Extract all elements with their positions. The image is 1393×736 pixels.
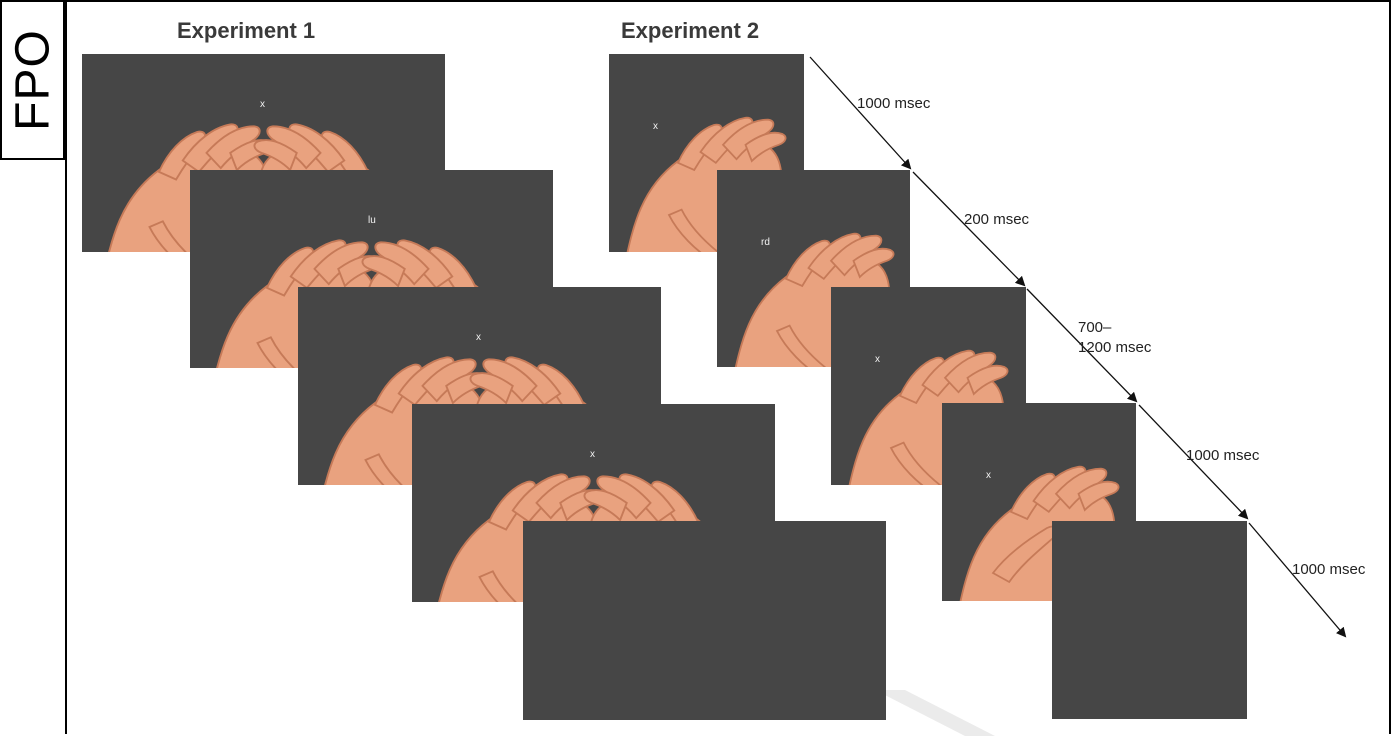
watermark-shape <box>875 690 995 736</box>
exp2-frame-3: x <box>831 287 1026 485</box>
exp1-frame-5-blank <box>523 521 886 720</box>
exp2-frame-4-cue: x <box>986 470 991 481</box>
exp1-frame-3-cue: x <box>476 332 481 343</box>
timing-label-2: 200 msec <box>964 211 1030 228</box>
exp2-frame-2-cue: rd <box>761 237 770 248</box>
exp2-frame-5-blank <box>1052 521 1247 719</box>
arrow-1 <box>809 56 912 170</box>
fpo-stamp: FPO <box>0 0 65 160</box>
timing-label-4: 1000 msec <box>1186 447 1260 464</box>
exp1-frame-1-cue: x <box>260 99 265 110</box>
arrow-4 <box>1138 404 1249 520</box>
figure-frame <box>65 0 1391 734</box>
experiment-2-title: Experiment 2 <box>621 18 760 43</box>
timing-label-3: 700– 1200 msec <box>1078 319 1152 356</box>
exp2-frame-1-cue: x <box>653 121 658 132</box>
arrow-2 <box>912 171 1026 287</box>
exp1-frame-2-cue: lu <box>368 215 376 226</box>
timing-label-1: 1000 msec <box>857 95 931 112</box>
exp2-frame-3-cue: x <box>875 354 880 365</box>
experiment-1-title: Experiment 1 <box>177 18 316 43</box>
timing-label-5: 1000 msec <box>1292 561 1366 578</box>
exp1-frame-4-cue: x <box>590 449 595 460</box>
right-hand-lifted-image <box>959 465 1120 601</box>
exp1-frame-2: lu <box>190 170 553 368</box>
arrow-5 <box>1248 522 1347 638</box>
arrow-3 <box>1026 288 1138 403</box>
